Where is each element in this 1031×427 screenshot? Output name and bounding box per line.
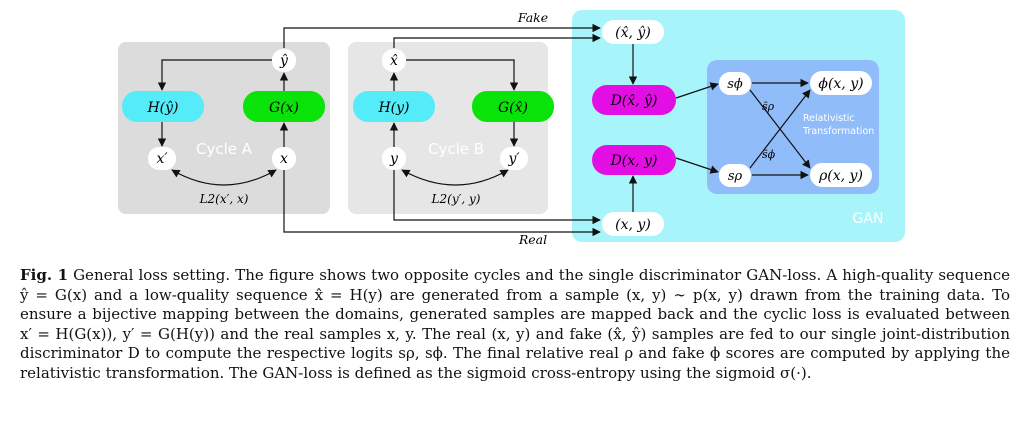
d-real-label: D(x, y): [610, 153, 658, 169]
caption-text: General loss setting. The figure shows t…: [20, 266, 1011, 382]
gan-loss-diagram: Cycle A Cycle B GAN Relativistic Transfo…: [118, 10, 905, 247]
s-rho-node: [719, 164, 751, 187]
cycle-a-label: Cycle A: [196, 140, 253, 158]
h-y-box: [353, 91, 435, 122]
edge-srho-to-phi: [749, 89, 811, 169]
d-real-box: [592, 145, 676, 175]
y-hat-label: ŷ: [279, 52, 289, 69]
real-label: Real: [518, 232, 547, 247]
figure-label: Fig. 1: [20, 266, 69, 284]
h-yhat-box: [122, 91, 204, 122]
g-xhat-label: G(x̂): [498, 100, 528, 116]
g-x-box: [243, 91, 325, 122]
gan-label: GAN: [853, 211, 884, 227]
bar-s-rho-label: s̄ρ: [762, 100, 775, 113]
h-yhat-label: H(ŷ): [146, 99, 178, 116]
phi-xy-node: [810, 71, 872, 95]
x-prime-node: [148, 147, 176, 170]
fake-label: Fake: [517, 10, 548, 25]
edge-xhat-to-gxhat: [405, 59, 519, 91]
y-node: [382, 147, 406, 170]
bar-s-phi-label: s̄ϕ: [762, 148, 776, 161]
d-fake-label: D(x̂, ŷ): [610, 92, 658, 109]
edge-fake-path: [283, 23, 601, 48]
cycle-b-label: Cycle B: [428, 140, 484, 158]
edge-dreal-to-srho: [675, 157, 719, 174]
d-fake-box: [592, 85, 676, 115]
fake-pair-node: [602, 20, 664, 44]
x-hat-label: x̂: [390, 53, 398, 69]
h-y-label: H(y): [377, 100, 409, 116]
real-pair-label: (x, y): [615, 217, 651, 233]
x-prime-label: x′: [156, 151, 168, 167]
relativistic-label-line2: Transformation: [802, 126, 874, 137]
y-prime-node: [500, 147, 528, 170]
rho-xy-node: [810, 163, 872, 187]
loss-a-label: L2(x′, x): [199, 192, 249, 206]
fake-pair-label: (x̂, ŷ): [615, 24, 651, 41]
cycle-a-region: [118, 42, 330, 214]
phi-xy-label: ϕ(x, y): [818, 76, 863, 92]
y-prime-label: y′: [507, 151, 520, 167]
g-x-label: G(x): [269, 100, 299, 116]
edge-yhat-to-hyhat: [157, 59, 272, 91]
rho-xy-label: ρ(x, y): [818, 168, 863, 184]
y-hat-node: [272, 49, 296, 72]
g-xhat-box: [472, 91, 554, 122]
edge-real-path-y: [393, 170, 601, 225]
x-hat-node: [382, 49, 406, 72]
loss-b-label: L2(y′, y): [431, 192, 481, 206]
s-rho-label: sρ: [728, 169, 743, 184]
real-pair-node: [602, 212, 664, 236]
edge-real-path-x: [283, 170, 601, 237]
figure-caption: Fig. 1 General loss setting. The figure …: [20, 266, 1010, 383]
edge-fake-path-xhat: [393, 33, 601, 48]
relativistic-label-line1: Relativistic: [803, 113, 855, 124]
y-label: y: [389, 151, 399, 167]
x-label: x: [280, 151, 288, 167]
s-phi-label: sϕ: [727, 77, 743, 92]
x-node: [272, 147, 296, 170]
s-phi-node: [719, 72, 751, 95]
loss-a-arc: [171, 169, 277, 186]
edge-dfake-to-sphi: [675, 82, 719, 99]
loss-b-arc: [401, 169, 509, 186]
cycle-b-region: [348, 42, 548, 214]
